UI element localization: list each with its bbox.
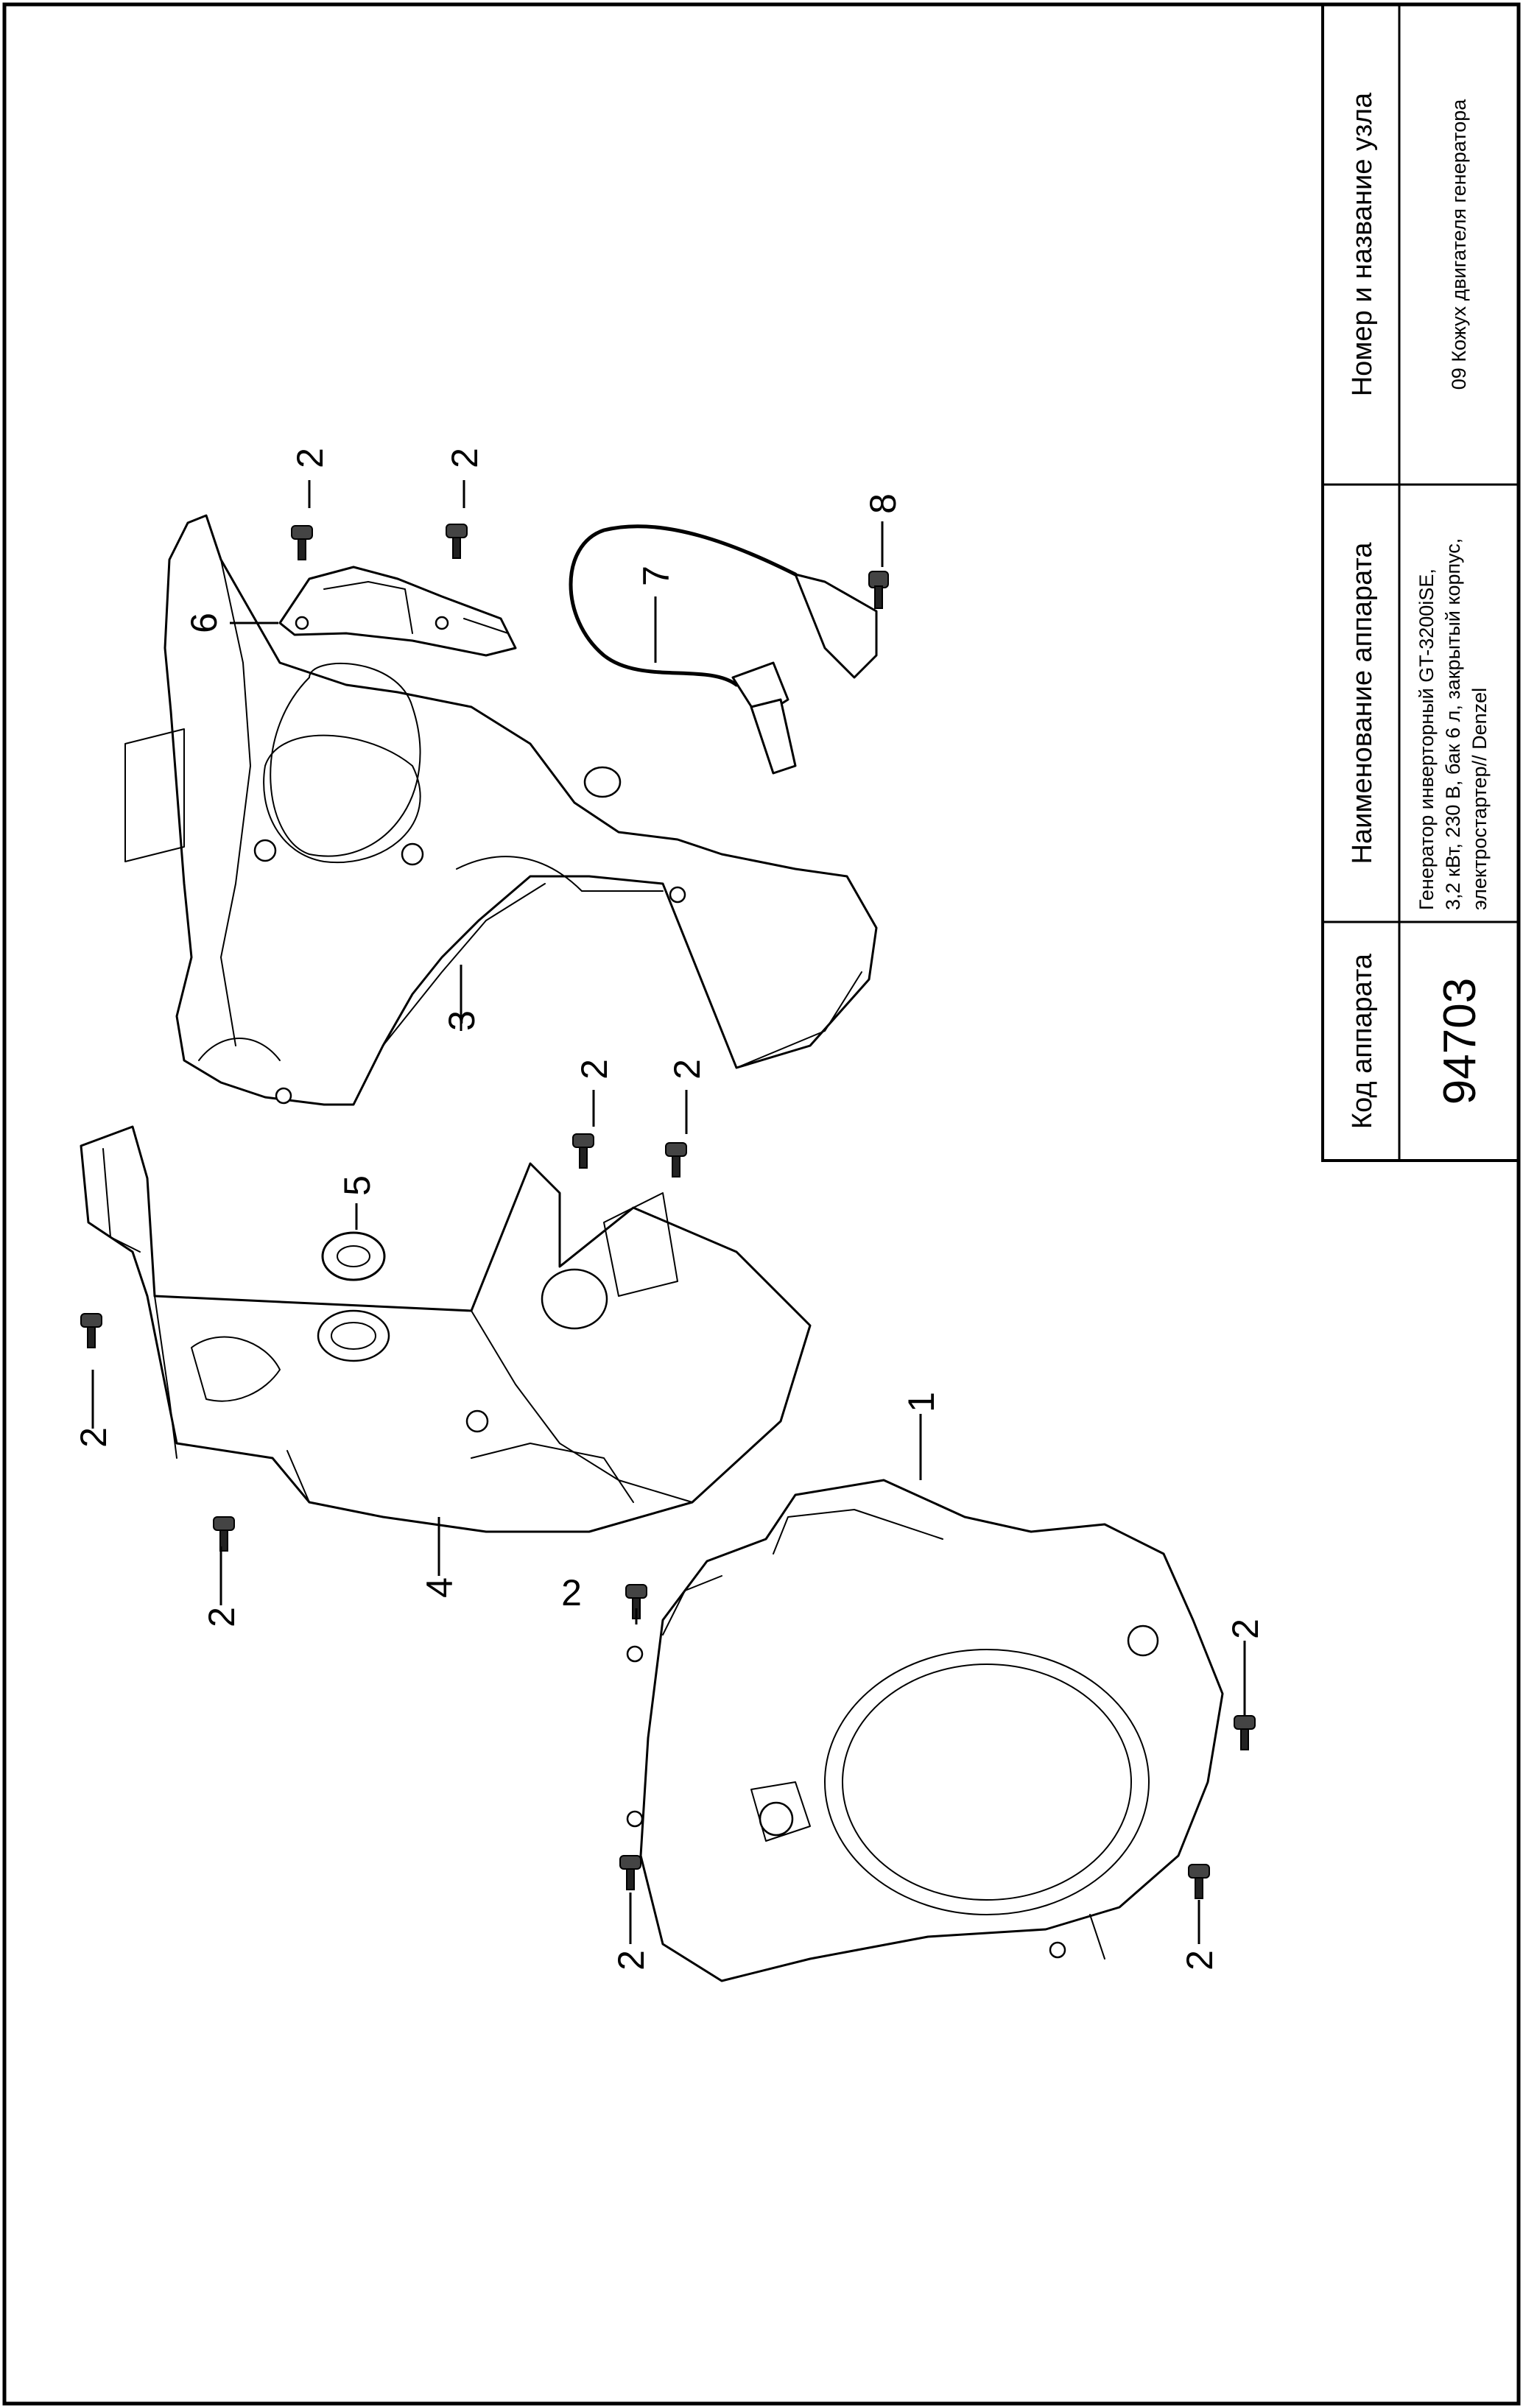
callout-2-j: 2 [1179, 1950, 1220, 1971]
header-device-name: Наименование аппарата [1347, 542, 1378, 865]
part-7-ignition-lead [569, 524, 878, 775]
device-name-line-2: 3,2 кВт, 230 В, бак 6 л, закрытый корпус… [1442, 538, 1464, 910]
callout-2-g: 2 [561, 1572, 582, 1613]
callout-2-i: 2 [611, 1950, 652, 1971]
callout-8: 8 [862, 493, 904, 514]
callout-2-b: 2 [444, 448, 485, 468]
device-code-value: 94703 [1435, 978, 1485, 1105]
callout-2-h: 2 [1225, 1619, 1266, 1639]
device-name-line-3: электростартер// Denzel [1469, 688, 1491, 910]
callouts: 2 2 6 7 8 3 2 2 5 2 4 1 2 2 2 2 2 [73, 448, 1266, 1971]
header-code: Код аппарата [1347, 953, 1378, 1129]
callout-4: 4 [419, 1577, 460, 1598]
callout-2-c: 2 [574, 1059, 615, 1080]
callout-5: 5 [337, 1175, 378, 1196]
part-5-grommet [321, 1231, 386, 1281]
callout-1: 1 [901, 1392, 942, 1412]
part-1-fan-cover [626, 1479, 1224, 1982]
device-name-line-1: Генератор инверторный GT-3200iSE, [1415, 568, 1438, 910]
assembly-name-value: 09 Кожух двигателя генератора [1448, 99, 1470, 390]
header-assembly: Номер и название узла [1347, 92, 1378, 396]
part-8-screw [868, 571, 889, 609]
part-6-bracket [278, 566, 517, 657]
callout-2-a: 2 [289, 448, 331, 468]
callout-2-f: 2 [201, 1607, 242, 1627]
callout-7: 7 [636, 566, 677, 586]
title-block: Код аппарата Наименование аппарата Номер… [1321, 3, 1520, 1162]
part-4-lower-shroud [80, 1125, 812, 1533]
callout-6: 6 [183, 613, 225, 633]
part-3-upper-shroud [124, 514, 878, 1106]
leader-lines [91, 480, 1246, 1944]
callout-2-e: 2 [73, 1427, 114, 1448]
callout-2-d: 2 [666, 1059, 708, 1080]
callout-3: 3 [441, 1010, 482, 1031]
